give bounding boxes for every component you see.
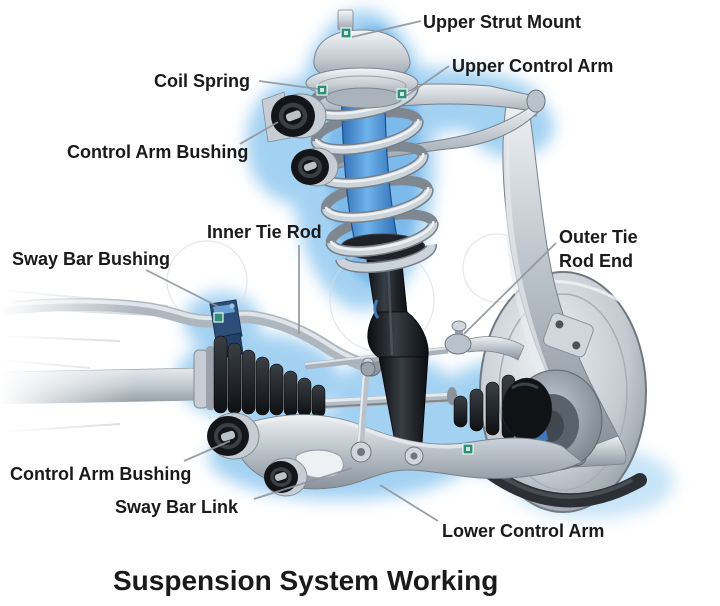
label-outer-tie-rod-end-line2: Rod End [559,251,633,271]
label-outer-tie-rod-end-line1: Outer Tie [559,227,638,247]
leader-sway-bar-link [253,467,353,500]
label-sway-bar-link: Sway Bar Link [115,497,239,517]
leader-control-arm-bushing-bottom [183,440,231,462]
part-upper-strut-mount [305,9,419,109]
upper-ball-joint [526,89,546,113]
leader-outer-tie-rod-end [463,242,557,335]
label-control-arm-bushing-top: Control Arm Bushing [67,142,248,162]
label-sway-bar-bushing: Sway Bar Bushing [12,249,170,269]
part-sway-bar-link-bushing [264,457,308,497]
leader-coil-spring [258,80,319,90]
page-title: Suspension System Working [113,565,498,596]
leader-lower-control-arm [379,484,439,522]
part-cv-boot [453,374,553,441]
label-control-arm-bushing-bottom: Control Arm Bushing [10,464,191,484]
part-dust-shield [477,461,647,508]
leader-sway-bar-bushing [145,269,220,308]
part-lower-control-arm [207,412,583,497]
callout-markers [213,27,474,455]
marker-sway-bar-bushing [213,312,224,323]
label-upper-strut-mount: Upper Strut Mount [423,12,581,32]
label-inner-tie-rod: Inner Tie Rod [207,222,322,242]
leader-upper-strut-mount [351,20,422,38]
labels: Upper Strut Mount Upper Control Arm Coil… [10,12,638,541]
label-coil-spring: Coil Spring [154,71,250,91]
part-cv-joint [501,377,553,441]
left-fade-overlay [0,270,135,450]
leader-control-arm-bushing-top [239,121,279,145]
leader-upper-control-arm [405,65,450,97]
leader-lines [145,20,557,522]
label-upper-control-arm: Upper Control Arm [452,56,613,76]
part-sway-bar-link [350,357,376,463]
knuckle-bracket [543,312,594,358]
label-lower-control-arm: Lower Control Arm [442,521,604,541]
part-rack-boot [213,335,326,418]
part-outer-tie-rod-end [444,333,472,355]
part-control-arm-bushing-upper [261,91,339,187]
